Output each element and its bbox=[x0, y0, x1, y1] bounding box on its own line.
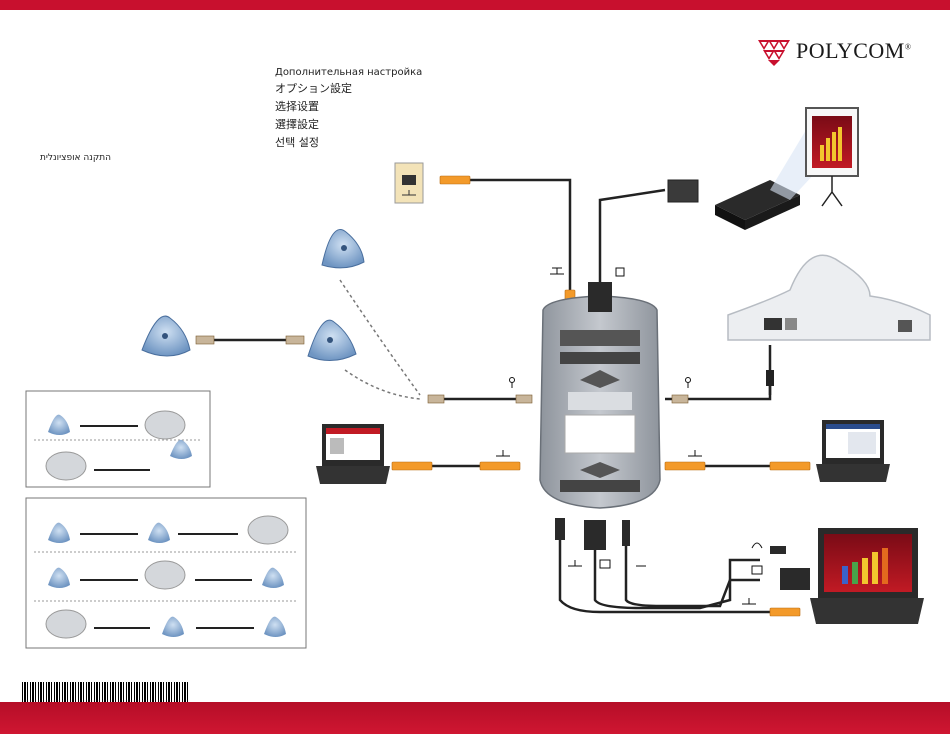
option-box-small bbox=[26, 391, 210, 487]
conference-phone-base bbox=[728, 255, 930, 340]
headset-icon bbox=[752, 543, 762, 548]
computer-icon bbox=[600, 560, 610, 568]
microphone-icon bbox=[510, 378, 515, 389]
barcode bbox=[22, 682, 190, 702]
dotted-link-bottom bbox=[345, 370, 420, 399]
laptop-right bbox=[816, 420, 890, 482]
power-module-hub bbox=[540, 282, 660, 508]
network-icon bbox=[496, 450, 510, 456]
dotted-link-top bbox=[340, 280, 420, 395]
mic-left bbox=[142, 316, 190, 356]
computer-icon bbox=[752, 566, 762, 574]
laptop-large bbox=[810, 528, 924, 624]
laptop-left bbox=[316, 424, 390, 484]
mic-right bbox=[308, 320, 356, 360]
network-icon bbox=[742, 598, 756, 604]
projector-icon bbox=[616, 268, 624, 276]
bottom-red-band bbox=[0, 702, 950, 734]
option-box-large bbox=[26, 498, 306, 648]
microphone-icon bbox=[686, 378, 691, 389]
mic-top bbox=[322, 229, 364, 267]
network-icon bbox=[688, 450, 702, 456]
projection-screen bbox=[806, 108, 858, 206]
network-icon bbox=[568, 560, 582, 566]
network-wall-jack bbox=[395, 163, 423, 203]
network-icon bbox=[550, 268, 564, 274]
